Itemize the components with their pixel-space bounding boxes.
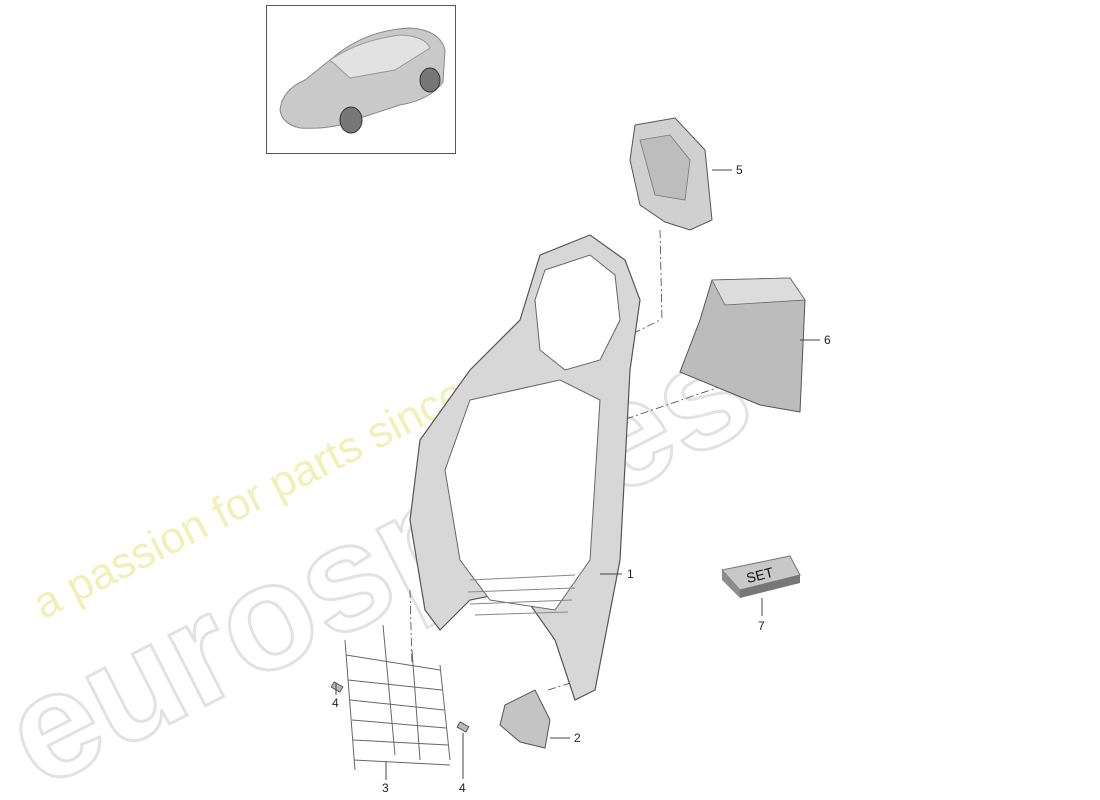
watermark: eurospares a passion for parts since 198…	[0, 300, 777, 800]
callout-7: 7	[758, 619, 765, 633]
part-1-backrest-frame[interactable]	[409, 234, 641, 701]
callout-6: 6	[824, 333, 831, 347]
part-2-hinge[interactable]	[499, 689, 551, 749]
part-4-spring-right[interactable]	[456, 721, 470, 733]
callout-3: 3	[382, 781, 389, 795]
callout-4a: 4	[332, 696, 339, 710]
part-3-spring-mat[interactable]	[344, 624, 451, 771]
part-4-spring-left[interactable]	[330, 681, 344, 693]
set-label: SET	[745, 564, 776, 586]
part-7-set-box[interactable]: SET	[721, 555, 801, 598]
callout-lines	[335, 169, 820, 780]
callout-2: 2	[574, 731, 581, 745]
callout-4b: 4	[459, 781, 466, 795]
part-6-backrest-shell[interactable]	[679, 277, 806, 413]
callout-1: 1	[627, 567, 634, 581]
car-icon	[279, 27, 446, 134]
car-thumbnail[interactable]	[266, 5, 456, 154]
callout-5: 5	[736, 163, 743, 177]
part-5-headrest-mount[interactable]	[629, 117, 713, 231]
